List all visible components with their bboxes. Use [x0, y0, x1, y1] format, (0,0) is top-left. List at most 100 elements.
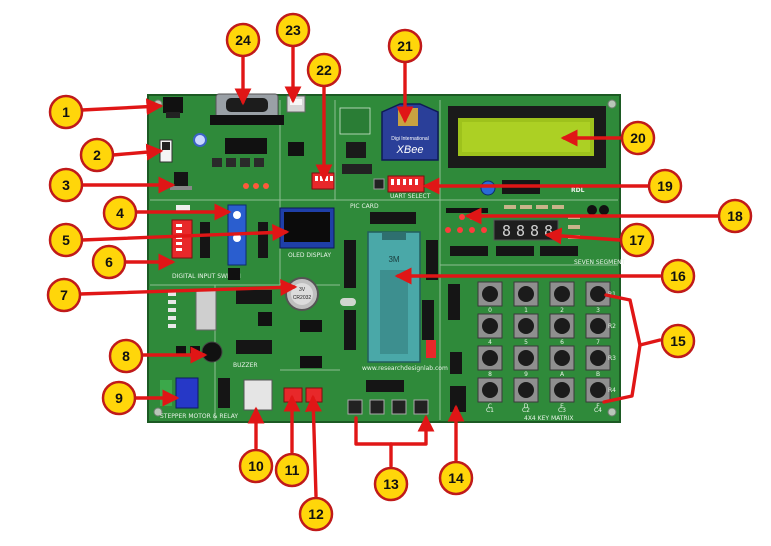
buzzer-label: BUZZER	[233, 362, 258, 369]
uart-leds	[243, 183, 269, 189]
keypad-row-label: R2	[608, 323, 616, 330]
callout-20: 20	[620, 120, 656, 156]
svg-text:17: 17	[629, 232, 645, 248]
digital-input-headers	[200, 222, 268, 258]
callout-arrows	[78, 45, 720, 498]
callout-14: 14	[438, 460, 474, 496]
svg-text:3: 3	[62, 177, 70, 193]
svg-text:5: 5	[62, 232, 70, 248]
keypad-key-label: 8	[488, 371, 492, 378]
website-label: www.researchdesignlab.com	[362, 365, 448, 372]
keypad-button: A	[549, 345, 575, 378]
keypad-button: F	[585, 377, 611, 410]
keypad-col-label: C1	[486, 407, 494, 414]
pic-side-dip	[426, 340, 436, 358]
keypad-button: 1	[513, 281, 539, 314]
callout-12: 12	[298, 496, 334, 532]
seven-seg-digit-3: 8	[530, 222, 539, 240]
capacitors	[212, 158, 264, 167]
key-matrix-label: 4X4 KEY MATRIX	[524, 415, 573, 422]
keypad-button: B	[585, 345, 611, 378]
callout-badges: 1 2 3 4 5 6 7 8 9 10 11 12 13 14 15 16 1…	[46, 12, 753, 532]
callout-19: 19	[647, 168, 683, 204]
callout-23: 23	[275, 12, 311, 48]
callout-16: 16	[660, 258, 696, 294]
keypad-col-label: C4	[594, 407, 602, 414]
svg-text:24: 24	[235, 32, 251, 48]
keypad-key-label: 3	[596, 307, 600, 314]
digital-input-label: DIGITAL INPUT SWITCH	[172, 273, 241, 280]
coin-cell-battery: 3V CR2032	[285, 277, 319, 311]
keypad-key-label: C	[488, 403, 492, 410]
rdl-logo: RDL	[571, 187, 585, 194]
uart-select-switch	[387, 175, 425, 193]
callout-4: 4	[102, 195, 138, 231]
keypad-button: C	[477, 377, 503, 410]
callout-10: 10	[238, 448, 274, 484]
keypad-key-label: E	[560, 403, 564, 410]
keypad-col-label: C3	[558, 407, 566, 414]
callout-6: 6	[91, 244, 127, 280]
svg-text:10: 10	[248, 458, 264, 474]
keypad-key-label: A	[560, 371, 565, 378]
xbee-name-text: XBee	[396, 144, 424, 156]
keypad-key-label: 2	[560, 307, 564, 314]
keypad-key-label: 1	[524, 307, 528, 314]
callout-15: 15	[660, 323, 696, 359]
seven-segment-label: SEVEN SEGMENT	[574, 259, 626, 266]
svg-text:2: 2	[93, 147, 101, 163]
callout-24: 24	[225, 22, 261, 58]
coin-cell-model: CR2032	[293, 295, 312, 301]
zif-label: 3M	[388, 255, 399, 264]
contrast-potentiometer	[480, 180, 496, 196]
callout-17: 17	[619, 222, 655, 258]
svg-text:12: 12	[308, 506, 324, 522]
keypad-col-label: C2	[522, 407, 530, 414]
rtc-eeprom-ics	[258, 312, 322, 368]
svg-text:7: 7	[60, 287, 68, 303]
keypad-key-label: 4	[488, 339, 492, 346]
svg-text:6: 6	[105, 254, 113, 270]
keypad-button: 4	[477, 313, 503, 346]
xbee-vendor-text: Digi International	[391, 136, 429, 142]
power-jack	[163, 97, 183, 118]
svg-text:14: 14	[448, 470, 464, 486]
seven-seg-digit-2: 8	[516, 222, 525, 240]
keypad-button: 6	[549, 313, 575, 346]
callout-3: 3	[48, 167, 84, 203]
svg-text:15: 15	[670, 333, 686, 349]
power-switch	[159, 139, 173, 163]
svg-text:16: 16	[670, 268, 686, 284]
xbee-module: Digi International XBee	[381, 103, 439, 161]
max232-ic	[225, 138, 267, 154]
usb-connector	[286, 95, 306, 113]
svg-text:9: 9	[115, 390, 123, 406]
db9-serial-connector	[210, 93, 284, 125]
svg-text:8: 8	[122, 348, 130, 364]
navigation-buttons	[347, 399, 429, 415]
keypad-key-label: 0	[488, 307, 492, 314]
led-indicator	[193, 133, 207, 147]
callout-22: 22	[306, 52, 342, 88]
oled-display	[279, 207, 335, 249]
callout-11: 11	[274, 452, 310, 488]
keypad-button: 0	[477, 281, 503, 314]
relay-driver-area	[168, 289, 272, 354]
keypad-key-label: B	[596, 371, 600, 378]
callout-13: 13	[373, 466, 409, 502]
digital-input-dip-switch	[171, 205, 193, 259]
keypad-button: 7	[585, 313, 611, 346]
keypad-button: 2	[549, 281, 575, 314]
stepper-label: STEPPER MOTOR & RELAY	[160, 413, 238, 420]
callout-21: 21	[387, 28, 423, 64]
keypad-key-label: 6	[560, 339, 564, 346]
keypad-button: 8	[477, 345, 503, 378]
svg-text:23: 23	[285, 22, 301, 38]
wifi-module-area	[339, 107, 372, 174]
crystal-oscillator	[340, 298, 356, 306]
uart-select-label: UART SELECT	[390, 193, 431, 200]
svg-text:21: 21	[397, 38, 413, 54]
transistors	[587, 205, 609, 215]
